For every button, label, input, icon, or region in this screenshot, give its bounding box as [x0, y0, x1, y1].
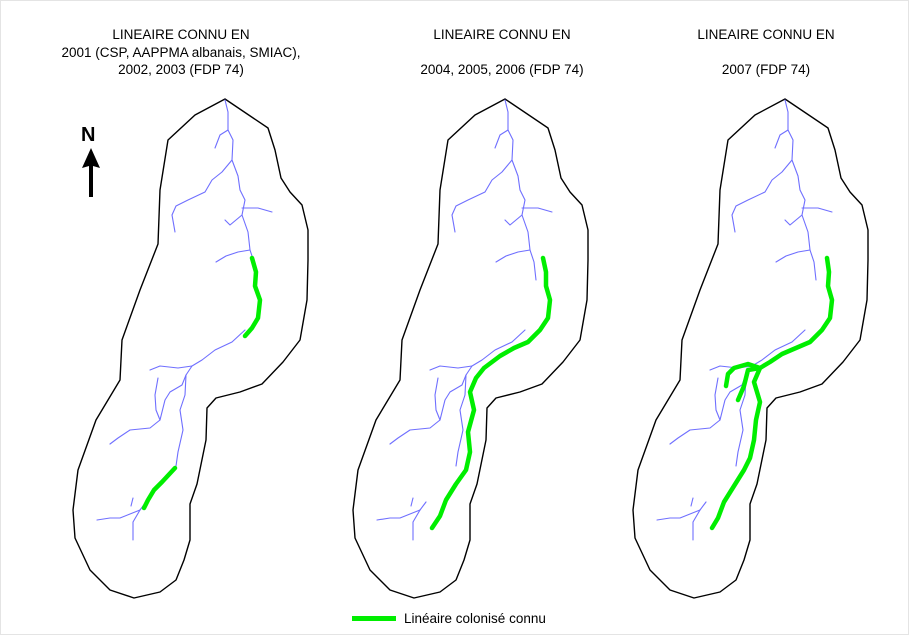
- river-segment: [731, 159, 793, 233]
- panel-title-1: LINEAIRE CONNU EN 2001 (CSP, AAPPMA alba…: [20, 26, 342, 79]
- colonized-segment: [723, 361, 763, 389]
- colonized-segment: [429, 255, 553, 531]
- river-segment: [109, 374, 187, 445]
- legend-swatch: [352, 616, 396, 621]
- legend: Linéaire colonisé connu: [352, 611, 546, 626]
- river-segment: [656, 509, 701, 521]
- river-segment: [389, 374, 467, 445]
- river-segment: [419, 501, 427, 511]
- river-segment: [175, 329, 246, 467]
- river-segment: [412, 509, 421, 541]
- panel-1-title-line-2: 2001 (CSP, AAPPMA albanais, SMIAC),: [61, 44, 301, 60]
- panel-title-3: LINEAIRE CONNU EN 2007 (FDP 74): [636, 26, 896, 79]
- colonized-segment: [242, 255, 263, 339]
- map-panel-1: [72, 98, 309, 599]
- river-segment: [504, 99, 537, 281]
- river-segment: [714, 377, 721, 421]
- river-segment: [171, 159, 233, 233]
- river-segment: [784, 99, 817, 281]
- north-arrow: N: [76, 124, 106, 202]
- river-segment: [494, 129, 509, 149]
- river-segment: [801, 207, 833, 213]
- river-segment: [775, 249, 811, 263]
- river-segment: [149, 365, 193, 371]
- north-arrow-icon: [82, 148, 100, 197]
- river-segment: [434, 377, 441, 421]
- panel-1-title-line-3: 2002, 2003 (FDP 74): [118, 62, 244, 77]
- basin-boundary: [632, 98, 869, 599]
- river-segment: [495, 249, 531, 263]
- river-segment: [96, 509, 141, 521]
- basin-boundary: [352, 98, 589, 599]
- panel-1-title-line-1: LINEAIRE CONNU EN: [112, 27, 250, 42]
- river-segment: [429, 365, 473, 371]
- map-panel-2: [352, 98, 589, 599]
- river-segment: [154, 377, 161, 421]
- river-segment: [241, 207, 273, 213]
- river-segment: [774, 129, 789, 149]
- panel-2-title-line-1: LINEAIRE CONNU EN: [433, 27, 571, 42]
- river-segment: [521, 207, 553, 213]
- river-segment: [214, 129, 229, 149]
- river-segment: [455, 329, 526, 467]
- river-segment: [699, 501, 707, 511]
- map-panel-3: [632, 98, 869, 599]
- colonized-segment: [735, 365, 763, 403]
- river-segment: [669, 374, 747, 445]
- river-segment: [504, 214, 523, 226]
- panel-3-title-line-3: 2007 (FDP 74): [721, 62, 811, 77]
- panel-3-title-line-1: LINEAIRE CONNU EN: [697, 27, 835, 42]
- colonized-segment: [141, 465, 178, 511]
- basin-boundary: [72, 98, 309, 599]
- river-segment: [130, 497, 134, 507]
- north-letter: N: [81, 124, 96, 146]
- river-segment: [132, 509, 141, 541]
- river-segment: [224, 214, 243, 226]
- river-segment: [784, 214, 803, 226]
- panel-2-title-line-3: 2004, 2005, 2006 (FDP 74): [420, 62, 584, 77]
- legend-label: Linéaire colonisé connu: [404, 611, 546, 626]
- panel-title-2: LINEAIRE CONNU EN 2004, 2005, 2006 (FDP …: [368, 26, 636, 79]
- river-segment: [690, 497, 694, 507]
- river-segment: [692, 509, 701, 541]
- river-segment: [224, 99, 257, 281]
- river-segment: [376, 509, 421, 521]
- river-segment: [410, 497, 414, 507]
- river-segment: [215, 249, 251, 263]
- river-segment: [451, 159, 513, 233]
